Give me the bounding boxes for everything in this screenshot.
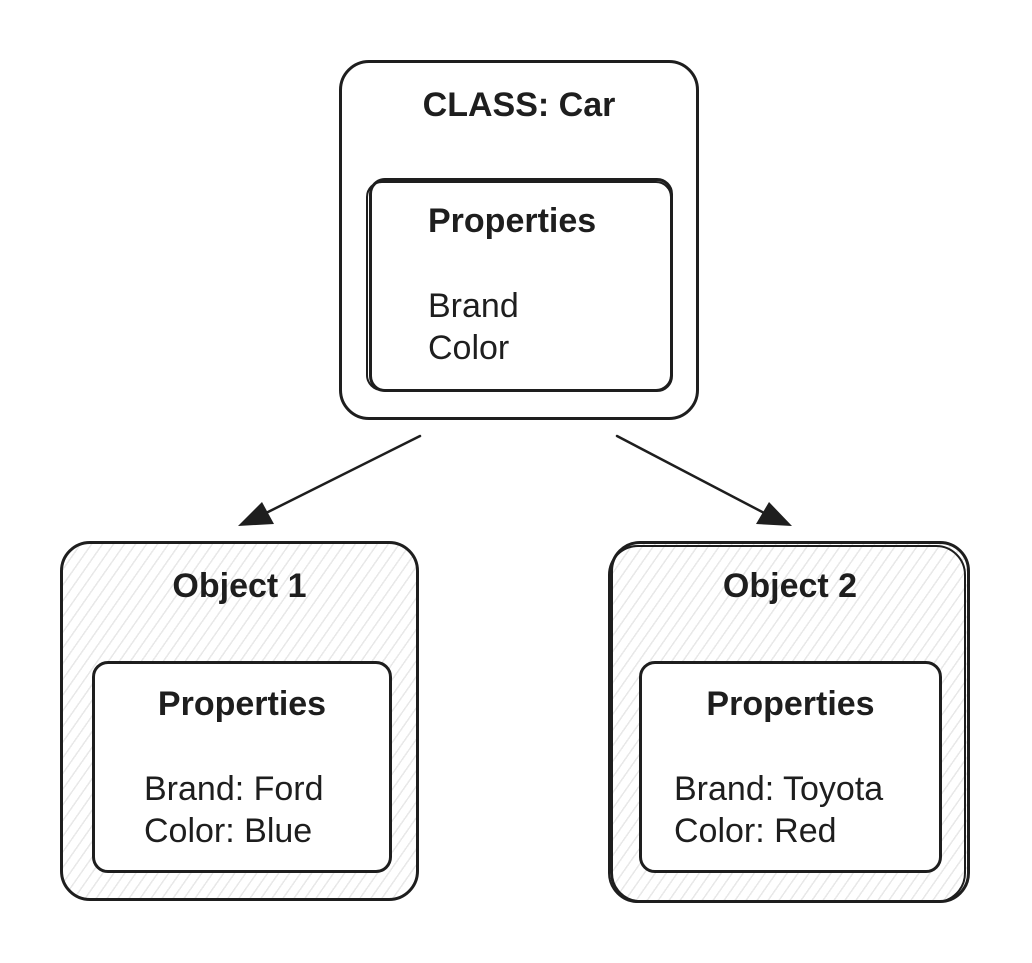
object-2-properties-list: Brand: Toyota Color: Red — [674, 768, 883, 852]
object-1-title: Object 1 — [172, 567, 307, 605]
class-title: CLASS: Car — [422, 86, 616, 124]
object-2-properties-box: Properties Brand: Toyota Color: Red — [639, 661, 942, 873]
object-2-properties-heading: Properties — [706, 685, 875, 723]
object-2-box: Object 2 Properties Brand: Toyota Color:… — [610, 541, 970, 903]
object-1-properties-list: Brand: Ford Color: Blue — [144, 768, 324, 852]
class-properties-list: Brand Color — [428, 285, 519, 369]
object-1-property-brand: Brand: Ford — [144, 770, 324, 808]
class-property-brand: Brand — [428, 287, 519, 325]
arrow-to-object-1 — [238, 434, 422, 526]
object-1-box: Object 1 Properties Brand: Ford Color: B… — [60, 541, 419, 901]
class-box: CLASS: Car Properties Brand Color — [339, 60, 699, 420]
object-2-title: Object 2 — [722, 567, 858, 605]
object-2-property-color: Color: Red — [674, 812, 837, 850]
object-2-property-brand: Brand: Toyota — [674, 770, 884, 808]
class-property-color: Color — [428, 329, 510, 367]
object-1-properties-heading: Properties — [157, 685, 327, 723]
object-1-property-color: Color: Blue — [144, 812, 313, 850]
class-properties-box: Properties Brand Color — [369, 178, 673, 392]
class-properties-heading: Properties — [428, 202, 597, 240]
arrow-to-object-2 — [615, 434, 792, 526]
object-1-properties-box: Properties Brand: Ford Color: Blue — [92, 661, 392, 873]
